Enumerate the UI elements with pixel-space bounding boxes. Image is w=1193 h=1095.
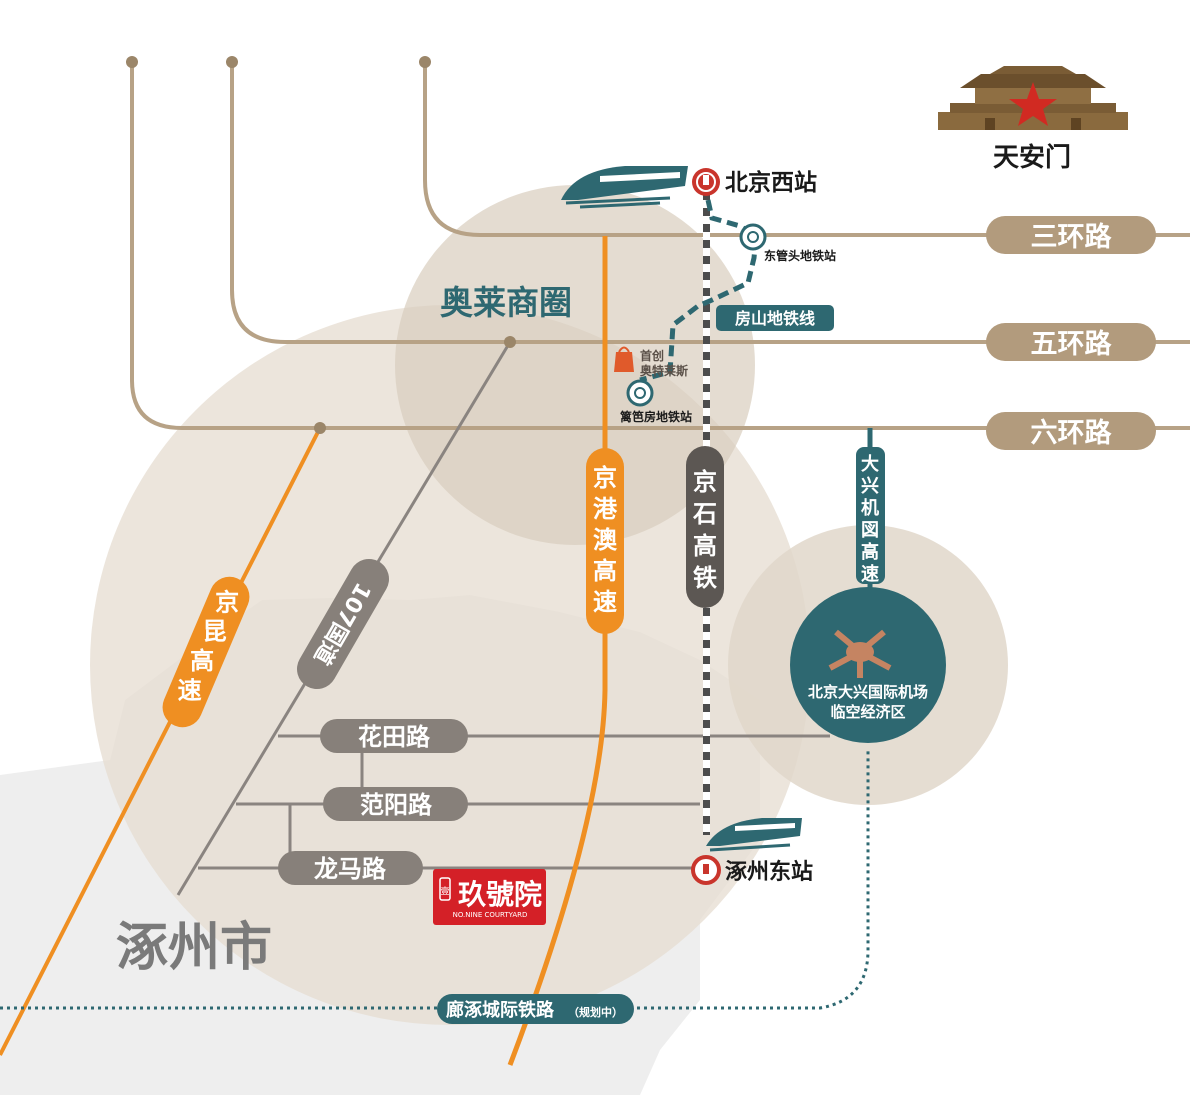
fanyang-road-label: 范阳路 (323, 787, 468, 821)
huatian-road-label: 花田路 (320, 719, 468, 753)
outlets-circle (395, 185, 755, 545)
gangao-char: 高 (593, 557, 617, 585)
ring-label-fifth-text: 五环路 (1031, 328, 1113, 360)
ring-label-third: 三环路 (986, 216, 1156, 254)
jingkun-char: 京 (215, 588, 239, 616)
jingshi-char: 铁 (693, 564, 717, 592)
daxing-char: 速 (861, 563, 879, 585)
jingshi-rail-label: 京 石 高 铁 (686, 446, 724, 608)
gangao-expressway-label: 京 港 澳 高 速 (586, 448, 624, 634)
zhuozhou-east-label: 涿州东站 (725, 859, 813, 885)
longma-road-text: 龙马路 (314, 855, 387, 883)
project-subtitle: NO.NINE COURTYARD (453, 911, 528, 919)
tiananmen-label: 天安门 (993, 143, 1071, 173)
shopping-bag-icon (614, 352, 634, 372)
airport-name: 北京大兴国际机场 (808, 683, 928, 701)
fangshan-metro-line (639, 199, 759, 383)
high-speed-train-icon (561, 166, 688, 209)
metro-icon (626, 379, 654, 407)
intercity-railway-label: 廊涿城际铁路 （规划中） (437, 994, 634, 1024)
ring-roads (130, 62, 1190, 430)
sixth-ring-line (130, 62, 1190, 430)
junction-dot (314, 422, 326, 434)
ring-label-sixth-text: 六环路 (1031, 417, 1113, 449)
road-end-dot (226, 56, 238, 68)
ring-label-third-text: 三环路 (1031, 221, 1113, 253)
road-end-dot (126, 56, 138, 68)
red-star-icon (1009, 82, 1057, 126)
daxing-expressway-label: 大 兴 机 図 高 速 (856, 447, 885, 585)
jingkun-char: 昆 (203, 618, 227, 646)
outlets-line2: 奥特莱斯 (640, 363, 688, 378)
airport-zone: 临空经济区 (830, 703, 905, 721)
project-logo[interactable]: 壹 玖號院 NO.NINE COURTYARD (433, 869, 546, 925)
intercity-railway-line (0, 750, 870, 1010)
jingshi-char: 京 (693, 468, 717, 496)
road-end-dot (419, 56, 431, 68)
daxing-char: 大 (861, 453, 879, 475)
dongguantou-label: 东管头地铁站 (764, 248, 836, 263)
fangshan-line-label: 房山地铁线 (716, 305, 834, 331)
airport-terminal-icon (828, 629, 892, 678)
metro-icon (739, 223, 767, 251)
ring-label-sixth: 六环路 (986, 412, 1156, 450)
daxing-char: 図 (861, 520, 879, 541)
jingkun-expressway-line (0, 427, 322, 1056)
daxing-char: 兴 (861, 476, 879, 497)
fanyang-road-text: 范阳路 (360, 791, 433, 819)
jingkun-char: 速 (178, 677, 202, 705)
jingshi-char: 高 (693, 532, 717, 560)
gangao-char: 港 (593, 495, 618, 523)
daxing-airport[interactable]: 北京大兴国际机场 临空经济区 (790, 587, 946, 743)
beijing-west-station[interactable]: 北京西站 (692, 168, 817, 196)
gangao-char: 京 (593, 464, 617, 492)
daxing-char: 高 (861, 541, 879, 563)
outlets-area-title: 奥莱商圈 (440, 283, 572, 322)
zhuozhou-east-station[interactable]: 涿州东站 (691, 855, 813, 885)
libafang-metro-station[interactable]: 篱笆房地铁站 (620, 379, 692, 424)
project-marker: 壹 (440, 885, 449, 897)
jingshi-char: 石 (692, 500, 717, 528)
jingkun-expressway-label: 京 昆 高 速 (162, 576, 250, 728)
junction-dot (504, 336, 516, 348)
intercity-note: （规划中） (568, 1005, 623, 1019)
intercity-name: 廊涿城际铁路 (446, 999, 555, 1021)
libafang-label: 篱笆房地铁站 (620, 409, 692, 424)
city-name: 涿州市 (116, 918, 272, 978)
project-name: 玖號院 (458, 878, 542, 911)
daxing-char: 机 (861, 498, 879, 519)
fangshan-line-text: 房山地铁线 (735, 309, 815, 328)
third-ring-line (423, 62, 1190, 237)
fifth-ring-line (230, 62, 1190, 344)
high-speed-train-icon (706, 818, 802, 852)
dongguantou-metro-station[interactable]: 东管头地铁站 (739, 223, 836, 263)
gangao-char: 速 (593, 588, 617, 616)
jingkun-char: 高 (190, 647, 214, 675)
outlets-store[interactable]: 首创 奥特莱斯 (614, 346, 688, 379)
ring-label-fifth: 五环路 (986, 323, 1156, 361)
longma-road-label: 龙马路 (278, 851, 423, 885)
gangao-char: 澳 (593, 526, 618, 554)
beijing-west-label: 北京西站 (725, 169, 817, 196)
tiananmen-icon (938, 66, 1128, 130)
huatian-road-text: 花田路 (358, 723, 431, 751)
outlets-line1: 首创 (640, 348, 664, 363)
